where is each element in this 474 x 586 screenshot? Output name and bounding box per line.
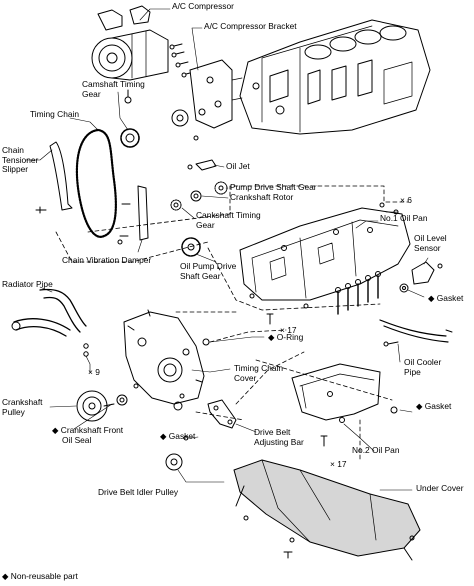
crankshaft-front-oil-seal	[116, 394, 128, 406]
label-under-cover: Under Cover	[416, 483, 464, 493]
label-oil-level-sensor: Oil Level Sensor	[414, 233, 447, 253]
label-x6: × 6	[400, 195, 412, 205]
label-crankshaft-pulley: Crankshaft Pulley	[2, 397, 43, 417]
label-oil-jet: Oil Jet	[226, 161, 250, 171]
label-line: Camshaft Timing	[82, 79, 145, 89]
timing-chain-cover	[123, 309, 205, 405]
oil-pump-drive-shaft-gear	[181, 237, 201, 257]
oil-jet	[187, 159, 217, 171]
label-timing-chain-cover: Timing Chain Cover	[234, 363, 284, 383]
label-line: Timing Chain	[234, 363, 284, 373]
label-crankshaft-front-oil-seal: ◆ Crankshaft Front Oil Seal	[52, 425, 124, 445]
label-gasket-mid: ◆ Gasket	[160, 431, 196, 441]
oil-level-sensor	[399, 261, 443, 293]
label-x9: × 9	[88, 367, 100, 377]
leader-lines	[25, 8, 429, 491]
label-line: Tensioner	[2, 154, 39, 165]
chain-vibration-damper	[117, 185, 149, 245]
timing-chain	[75, 128, 117, 238]
label-no1-oil-pan: No.1 Oil Pan	[380, 213, 428, 223]
crankshaft-timing-gear	[170, 199, 182, 211]
label-line: Gear	[82, 88, 101, 99]
label-drive-belt-adjusting-bar: Drive Belt Adjusting Bar	[254, 427, 304, 447]
label-line: Oil Level	[414, 233, 447, 243]
label-line: Gear	[196, 219, 215, 230]
label-drive-belt-idler-pulley: Drive Belt Idler Pulley	[98, 487, 179, 497]
label-o-ring: ◆ O-Ring	[268, 332, 304, 342]
label-line: Oil Seal	[62, 434, 92, 445]
label-radiator-pipe: Radiator Pipe	[2, 279, 53, 289]
label-gasket-lower-right: ◆ Gasket	[416, 401, 452, 411]
label-line: Drive Belt	[254, 427, 291, 437]
label-line: Oil Cooler	[404, 357, 442, 367]
gasket-mid	[173, 401, 189, 441]
label-line: Pulley	[2, 406, 25, 417]
label-chain-tensioner-slipper: Chain Tensioner Slipper	[2, 145, 39, 175]
label-line: Cover	[234, 372, 257, 383]
label-no2-oil-pan: No.2 Oil Pan	[352, 445, 400, 455]
oil-cooler-pipe	[379, 319, 453, 347]
label-oil-pump-drive-shaft-gear: Oil Pump Drive Shaft Gear	[180, 261, 237, 281]
label-line: Sensor	[414, 242, 441, 253]
label-line: ◆ Crankshaft Front	[52, 425, 124, 435]
camshaft-timing-gear	[120, 128, 140, 148]
label-oil-cooler-pipe: Oil Cooler Pipe	[404, 357, 442, 377]
no2-pan-hardware	[320, 406, 398, 447]
label-pump-drive-shaft-gear: Pump Drive Shaft Gear	[230, 182, 317, 192]
oil-pan-bolts	[249, 271, 381, 325]
label-non-reusable-part: ◆ Non-reusable part	[2, 571, 78, 581]
label-line: Pipe	[404, 366, 421, 377]
label-chain-vibration-damper: Chain Vibration Damper	[62, 255, 152, 265]
label-ac-compressor: A/C Compressor	[172, 1, 234, 11]
radiator-pipe	[11, 288, 89, 357]
pump-drive-shaft-gear	[214, 181, 228, 195]
label-line: Oil Pump Drive	[180, 261, 237, 271]
ac-compressor	[91, 5, 169, 104]
label-camshaft-timing-gear: Camshaft Timing Gear	[82, 79, 145, 99]
drive-belt-idler-pulley	[165, 453, 183, 471]
chain-tensioner-slipper	[35, 141, 73, 214]
no2-oil-pan	[291, 363, 381, 421]
compressor-bolts	[169, 43, 195, 78]
under-cover	[233, 459, 421, 561]
engine-block	[239, 19, 431, 135]
ac-compressor-bracket	[171, 59, 243, 141]
label-line: Slipper	[2, 164, 29, 175]
label-crankshaft-rotor: Crankshaft Rotor	[230, 192, 294, 202]
crankshaft-pulley	[76, 390, 115, 422]
assembly-dashed-lines	[55, 185, 409, 461]
label-x17-a: × 17	[280, 325, 297, 335]
label-line: Adjusting Bar	[254, 436, 304, 447]
label-ac-compressor-bracket: A/C Compressor Bracket	[204, 21, 297, 31]
label-x17-b: × 17	[330, 459, 347, 469]
drive-belt-adjusting-bar	[207, 399, 237, 429]
label-gasket-right: ◆ Gasket	[428, 293, 464, 303]
crankshaft-rotor	[190, 190, 202, 202]
label-crankshaft-timing-gear: Cankshaft Timing Gear	[196, 210, 261, 230]
label-line: Chain	[2, 145, 24, 155]
label-line: Shaft Gear	[180, 270, 221, 281]
no1-oil-pan	[239, 202, 411, 301]
label-timing-chain: Timing Chain	[30, 109, 80, 119]
label-line: Crankshaft	[2, 397, 43, 407]
o-ring	[202, 338, 210, 346]
label-line: Cankshaft Timing	[196, 210, 261, 220]
